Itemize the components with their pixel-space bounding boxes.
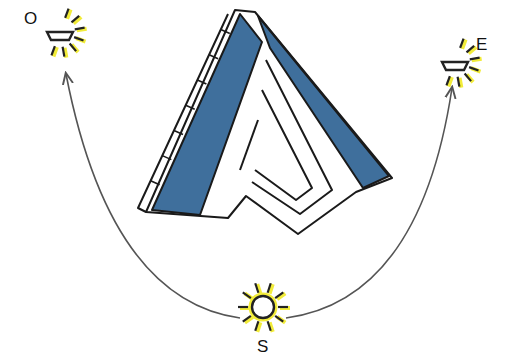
roof-panel — [258, 16, 389, 188]
sun-ray — [469, 67, 478, 70]
sun-ray — [255, 321, 258, 331]
building-plan — [138, 10, 392, 234]
hatch-tick — [151, 181, 160, 185]
sun-disc — [252, 296, 274, 318]
sun-ray — [243, 292, 251, 298]
hatch-tick — [162, 156, 171, 160]
sun-path — [286, 88, 452, 318]
sun-ray — [275, 316, 283, 322]
sun-ray — [460, 39, 463, 48]
sun-ray — [275, 292, 283, 298]
sun-ray — [268, 321, 271, 331]
direction-label: S — [257, 338, 268, 355]
sun-glow — [251, 295, 275, 319]
sun-path — [66, 74, 240, 318]
direction-label: E — [476, 36, 487, 53]
sun-ray — [51, 46, 54, 55]
hatch-tick — [174, 130, 183, 134]
sun-ray — [75, 28, 85, 30]
sun-ray — [65, 9, 68, 18]
sun-ray — [466, 46, 474, 52]
sun-ray — [238, 306, 248, 308]
sun-ray — [446, 76, 449, 85]
hatch-tick — [197, 80, 206, 84]
hatch-ticks — [151, 30, 230, 185]
sun-ray — [243, 316, 251, 322]
sun-ray — [63, 47, 65, 57]
sun-ray — [255, 283, 258, 293]
hatch-tick — [209, 55, 218, 59]
direction-label: O — [24, 10, 37, 27]
sun-disc — [442, 62, 468, 70]
sun-ray — [268, 283, 271, 293]
sun-ray — [458, 77, 460, 87]
sun-south — [238, 283, 290, 332]
sun-ray — [470, 58, 480, 60]
hatch-tick — [221, 30, 230, 34]
sun-ray — [465, 73, 471, 81]
sun-east — [442, 39, 482, 88]
sun-disc — [47, 32, 73, 40]
sun-west — [47, 9, 87, 58]
sun-ray — [71, 16, 79, 22]
sun-ray — [70, 43, 76, 51]
roof-panel — [152, 14, 262, 215]
hatch-tick — [186, 105, 195, 109]
sun-ray — [278, 306, 288, 308]
sun-ray — [74, 37, 83, 40]
